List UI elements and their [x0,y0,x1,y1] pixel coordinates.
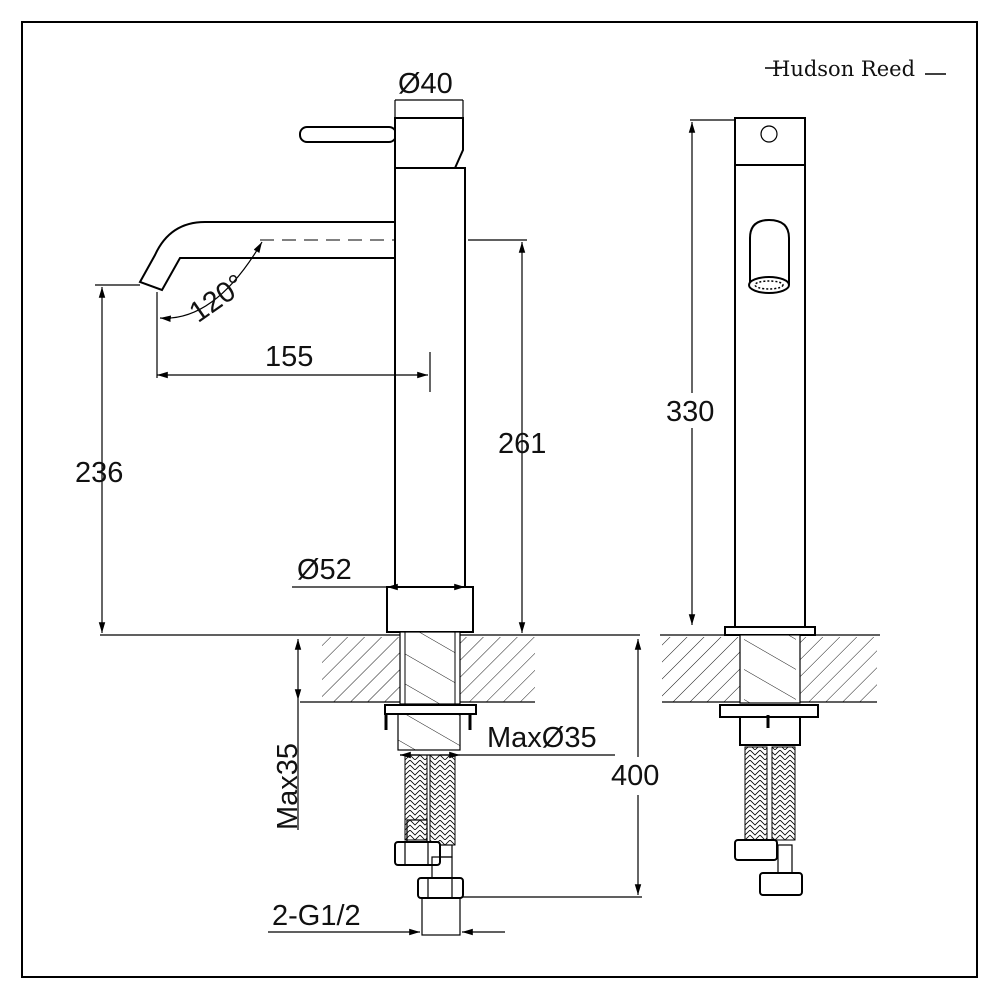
dim-spout-height: 236 [75,457,123,489]
hose-left [404,754,428,841]
drawing-frame [21,21,978,978]
lever-handle [299,126,397,143]
dim-connection: 2-G1/2 [272,900,361,932]
fixing-flange [384,704,477,715]
dim-base-diameter: Ø52 [297,554,352,586]
hose-right [429,754,456,846]
dim-spout-reach: 155 [265,341,313,373]
front-spout [749,218,790,285]
dim-spout-angle: 120° [184,268,251,329]
handle-block [394,117,464,169]
dim-body-height: 261 [498,428,546,460]
dimension-lines: Ø40 120° 155 236 261 Ø52 Max35 MaxØ35 40… [75,68,670,936]
dim-max-counter: Max35 [272,743,304,830]
dim-max-hole: MaxØ35 [487,722,597,754]
tap-base [386,586,474,633]
svg-text:Hudson Reed: Hudson Reed [772,57,915,81]
spout [138,221,395,292]
hudson-reed-logo: Hudson Reed [765,57,946,81]
side-view [100,117,640,936]
fixing-nut [397,713,461,751]
dim-hose-length: 400 [611,760,659,792]
aerator [748,276,790,294]
front-body [734,117,806,629]
dim-total-height: 330 [666,396,714,428]
front-view: 330 [660,117,880,896]
connector-nut-2 [417,877,464,899]
connector-nut-1 [394,841,441,866]
handle-hole [760,125,778,143]
dim-handle-diameter: Ø40 [398,68,453,100]
